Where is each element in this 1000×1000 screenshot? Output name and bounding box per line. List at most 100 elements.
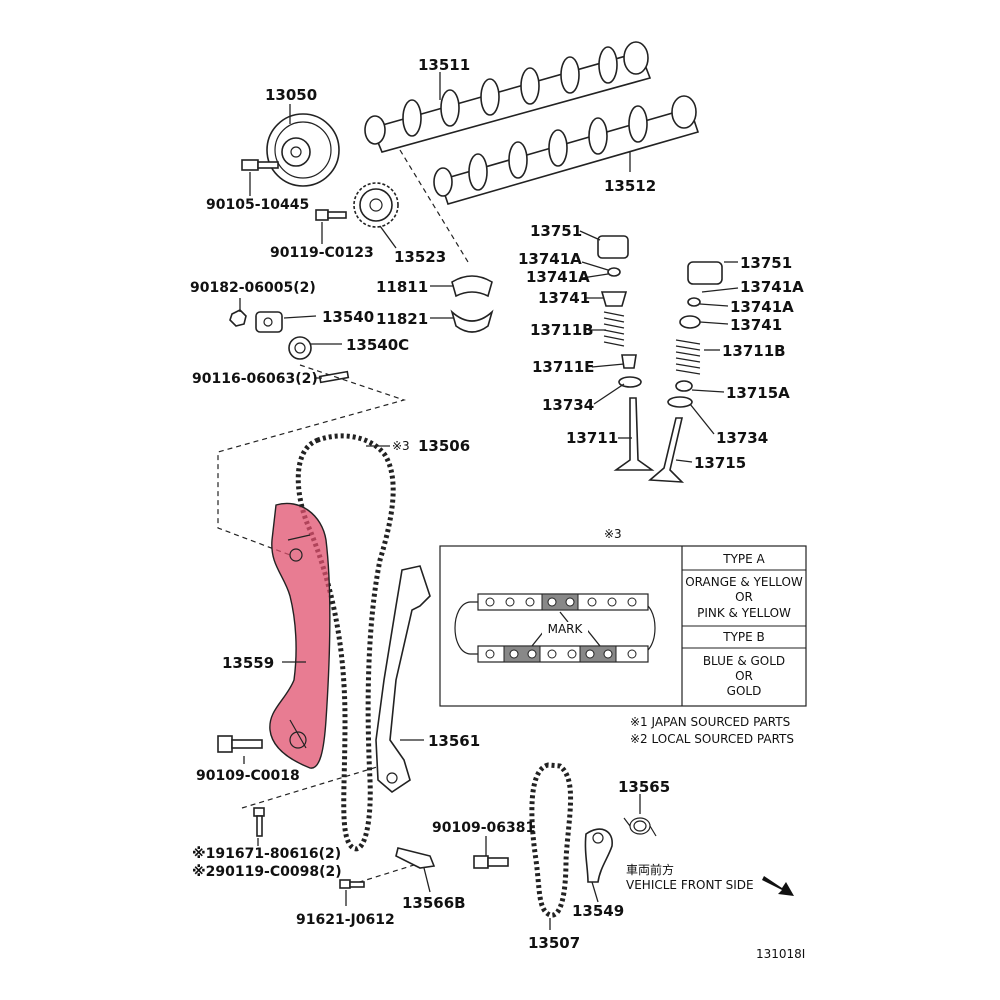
- valve-seal-13711E[interactable]: [621, 354, 637, 369]
- type-b-header: TYPE B: [722, 630, 765, 644]
- label-90116-06063[interactable]: 90116-06063(2): [192, 371, 318, 387]
- intake-valve-13711[interactable]: [613, 397, 655, 471]
- label-13751-b[interactable]: 13751: [740, 254, 792, 272]
- bolt-90109-C0018[interactable]: [217, 735, 263, 753]
- chain-tensioner-13540[interactable]: [255, 311, 283, 333]
- oil-pump-chain-13507[interactable]: [529, 762, 574, 918]
- label-13711[interactable]: 13711: [566, 429, 618, 447]
- label-13549[interactable]: 13549: [572, 902, 624, 920]
- label-11811[interactable]: 11811: [376, 278, 428, 296]
- label-13561[interactable]: 13561: [428, 732, 480, 750]
- vehicle-front-arrow-icon: [762, 876, 794, 896]
- label-11821[interactable]: 11821: [376, 310, 428, 328]
- exhaust-valve-13715[interactable]: [647, 417, 685, 483]
- valve-spring-seat-13734[interactable]: [618, 376, 642, 388]
- valve-retainer-13741-b[interactable]: [679, 315, 701, 329]
- label-13506-mark: ※3: [392, 439, 410, 453]
- valve-retainer-13741[interactable]: [600, 291, 628, 307]
- type-a-header: TYPE A: [722, 552, 765, 566]
- type-a-line3: PINK & YELLOW: [697, 606, 791, 620]
- valve-keeper-13741A[interactable]: [607, 267, 621, 277]
- chain-guide-13559[interactable]: [269, 502, 331, 769]
- label-13741A-4[interactable]: 13741A: [730, 298, 794, 316]
- cam-timing-gear-13050[interactable]: [266, 113, 340, 187]
- sprocket-13523[interactable]: [353, 182, 399, 228]
- label-13506[interactable]: 13506: [418, 437, 470, 455]
- valve-lifter-13751[interactable]: [597, 235, 629, 259]
- label-90119-C0123[interactable]: 90119-C0123: [270, 245, 374, 261]
- valve-seal-13715A[interactable]: [675, 380, 693, 392]
- figure-code: 131018I: [756, 947, 805, 961]
- mark-label: MARK: [548, 622, 584, 636]
- label-13741[interactable]: 13741: [538, 289, 590, 307]
- chain-links-bottom: [477, 645, 649, 663]
- bolt-90119-C0123[interactable]: [315, 209, 347, 221]
- label-13715[interactable]: 13715: [694, 454, 746, 472]
- label-90109-C0018[interactable]: 90109-C0018: [196, 768, 300, 784]
- chain-damper-13561[interactable]: [375, 565, 431, 794]
- label-13734-b[interactable]: 13734: [716, 429, 768, 447]
- label-13050[interactable]: 13050: [265, 86, 317, 104]
- label-13540[interactable]: 13540: [322, 308, 374, 326]
- timing-chain-13506[interactable]: [295, 433, 396, 852]
- valve-keeper-13741A-b[interactable]: [687, 297, 701, 307]
- label-13741A-1[interactable]: 13741A: [518, 250, 582, 268]
- camshaft-13511[interactable]: [364, 41, 652, 153]
- label-91671-80616[interactable]: ※191671-80616(2): [192, 846, 341, 862]
- label-13715A[interactable]: 13715A: [726, 384, 790, 402]
- valve-spring-13711B-b[interactable]: [675, 339, 701, 375]
- label-13523[interactable]: 13523: [394, 248, 446, 266]
- note-local-sourced: ※2 LOCAL SOURCED PARTS: [630, 732, 794, 746]
- label-box-mark: ※3: [604, 527, 622, 541]
- chain-guide-13566B[interactable]: [395, 847, 436, 869]
- label-13741A-2[interactable]: 13741A: [526, 268, 590, 286]
- valve-spring-seat-13734-b[interactable]: [667, 396, 693, 408]
- label-13566B[interactable]: 13566B: [402, 894, 466, 912]
- type-b-line3: GOLD: [727, 684, 762, 698]
- bolt-91671-80616[interactable]: [253, 807, 265, 837]
- type-a-line1: ORANGE & YELLOW: [685, 575, 803, 589]
- label-13734[interactable]: 13734: [542, 396, 594, 414]
- valve-group-right: [647, 261, 723, 483]
- bolt-90105-10445[interactable]: [241, 159, 279, 171]
- label-90109-06381[interactable]: 90109-06381: [432, 820, 535, 836]
- label-13751[interactable]: 13751: [530, 222, 582, 240]
- gasket-13540C[interactable]: [288, 336, 312, 360]
- note-japan-sourced: ※1 JAPAN SOURCED PARTS: [630, 715, 790, 729]
- label-13711E[interactable]: 13711E: [532, 358, 594, 376]
- type-a-line2: OR: [735, 590, 753, 604]
- label-13559[interactable]: 13559: [222, 654, 274, 672]
- valve-group-left: [597, 235, 655, 471]
- label-90119-C0098[interactable]: ※290119-C0098(2): [192, 864, 342, 880]
- label-13565[interactable]: 13565: [618, 778, 670, 796]
- chain-links-top: [477, 593, 649, 611]
- direction-en: VEHICLE FRONT SIDE: [626, 878, 754, 892]
- chain-type-table: MARK TYPE A ORANGE & YELLOW OR PINK & YE…: [439, 545, 807, 707]
- label-13711B-b[interactable]: 13711B: [722, 342, 786, 360]
- notes: ※1 JAPAN SOURCED PARTS ※2 LOCAL SOURCED …: [626, 715, 805, 961]
- label-13507[interactable]: 13507: [528, 934, 580, 952]
- label-13741A-3[interactable]: 13741A: [740, 278, 804, 296]
- label-13540C[interactable]: 13540C: [346, 336, 409, 354]
- bearing-11821[interactable]: [450, 309, 494, 333]
- chain-tensioner-arm-13549[interactable]: [584, 828, 613, 883]
- label-90105-10445[interactable]: 90105-10445: [206, 197, 309, 213]
- bolt-90109-06381[interactable]: [473, 855, 509, 869]
- label-90182-06005[interactable]: 90182-06005(2): [190, 280, 316, 296]
- type-b-line2: OR: [735, 669, 753, 683]
- label-91621-J0612[interactable]: 91621-J0612: [296, 912, 395, 928]
- valve-lifter-13751-b[interactable]: [687, 261, 723, 285]
- tensioner-spring-13565[interactable]: [623, 817, 657, 837]
- label-13741-b[interactable]: 13741: [730, 316, 782, 334]
- camshaft-13512[interactable]: [433, 95, 700, 205]
- type-b-line1: BLUE & GOLD: [703, 654, 785, 668]
- label-13711B[interactable]: 13711B: [530, 321, 594, 339]
- label-13511[interactable]: 13511: [418, 56, 470, 74]
- bearing-11811[interactable]: [451, 275, 493, 298]
- label-13512[interactable]: 13512: [604, 177, 656, 195]
- bolt-91621-J0612[interactable]: [339, 879, 365, 889]
- part-labels: 13511 13050 13512 90105-10445 90119-C012…: [190, 56, 804, 952]
- nut-90182-06005[interactable]: [229, 309, 247, 327]
- valve-spring-13711B[interactable]: [603, 311, 625, 347]
